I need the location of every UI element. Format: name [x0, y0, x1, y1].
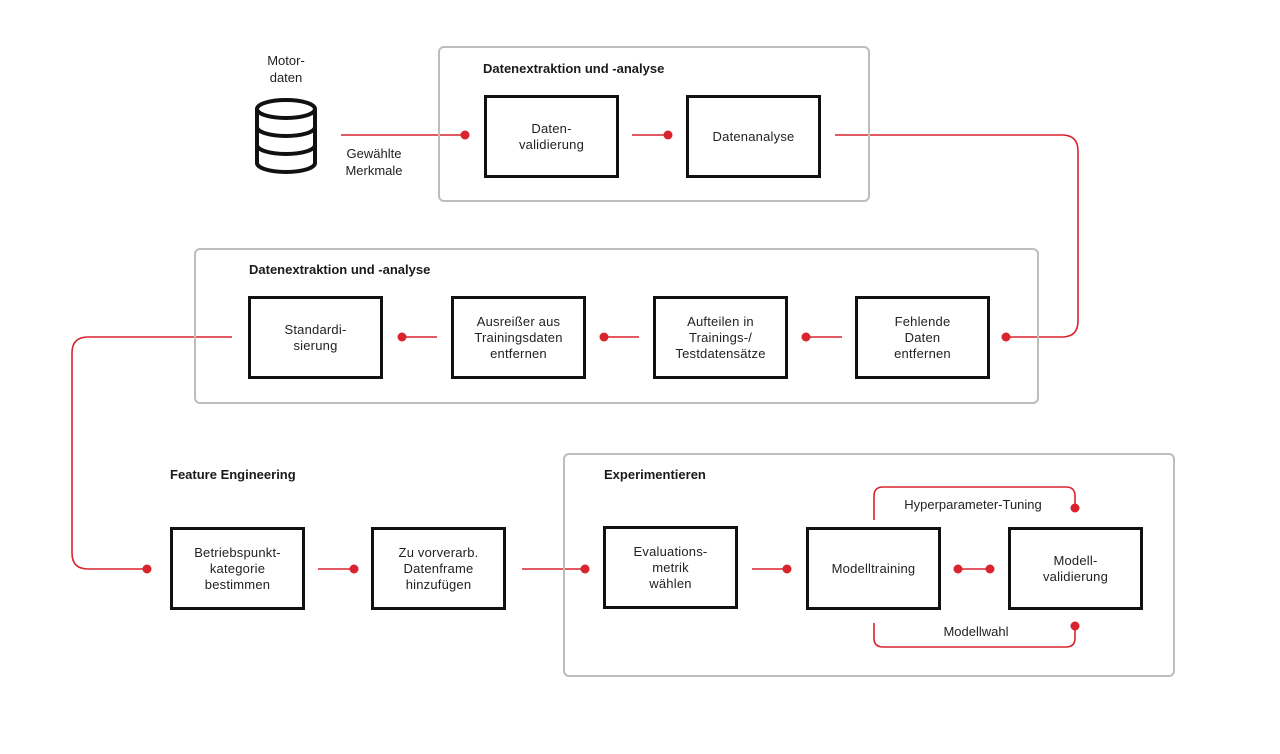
connector-dot	[349, 564, 359, 574]
loop-modellwahl	[873, 623, 1076, 648]
connector-dot	[142, 564, 152, 574]
step-label: Aufteilen in Trainings-/ Testdatensätze	[675, 313, 766, 361]
connector-dot	[599, 332, 609, 342]
step-model-training: Modelltraining	[806, 527, 941, 610]
step-label: Evaluations- metrik wählen	[633, 543, 708, 591]
connector-dot	[397, 332, 407, 342]
connector-dot	[801, 332, 811, 342]
connector-dot	[1001, 332, 1011, 342]
connector-dot	[460, 130, 470, 140]
connector-dot	[580, 564, 590, 574]
step-label: Datenanalyse	[712, 128, 795, 144]
step-label: Betriebspunkt- kategorie bestimmen	[194, 544, 281, 592]
step-standardization: Standardi- sierung	[248, 296, 383, 379]
database-icon	[255, 98, 317, 174]
group-experiment	[563, 453, 1175, 677]
step-remove-outliers: Ausreißer aus Trainingsdaten entfernen	[451, 296, 586, 379]
connector-dot	[953, 564, 963, 574]
connector-dot	[1070, 503, 1080, 513]
step-label: Daten- validierung	[518, 120, 585, 152]
step-label: Standardi- sierung	[284, 321, 347, 353]
connector-dot	[1070, 621, 1080, 631]
group-experiment-title: Experimentieren	[604, 467, 706, 482]
step-operating-point-category: Betriebspunkt- kategorie bestimmen	[170, 527, 305, 610]
step-train-test-split: Aufteilen in Trainings-/ Testdatensätze	[653, 296, 788, 379]
loop-label-hyperparameter: Hyperparameter-Tuning	[885, 496, 1061, 513]
step-data-validation: Daten- validierung	[484, 95, 619, 178]
loop-label-modellwahl: Modellwahl	[943, 624, 1009, 639]
group-feature-engineering-title: Feature Engineering	[170, 467, 296, 482]
connector-analysis-to-missing	[835, 134, 1079, 338]
step-label: Ausreißer aus Trainingsdaten entfernen	[474, 313, 563, 361]
connector-standard-to-category	[71, 336, 232, 570]
step-evaluation-metric: Evaluations- metrik wählen	[603, 526, 738, 609]
loop-hyperparameter	[873, 486, 1076, 520]
step-label: Fehlende Daten entfernen	[894, 313, 951, 361]
connector-endpoints	[142, 130, 1080, 631]
edge-label-selected-features: Gewählte Merkmale	[345, 146, 403, 178]
group-preprocessing	[194, 248, 1039, 404]
group-extraction-title: Datenextraktion und -analyse	[483, 61, 665, 76]
connector-dot	[663, 130, 673, 140]
step-remove-missing: Fehlende Daten entfernen	[855, 296, 990, 379]
step-label: Modell- validierung	[1042, 552, 1109, 584]
group-extraction	[438, 46, 870, 202]
step-model-validation: Modell- validierung	[1008, 527, 1143, 610]
source-label: Motor- daten	[267, 53, 305, 85]
connector-dot	[782, 564, 792, 574]
step-data-analysis: Datenanalyse	[686, 95, 821, 178]
step-add-to-dataframe: Zu vorverarb. Datenframe hinzufügen	[371, 527, 506, 610]
step-label: Zu vorverarb. Datenframe hinzufügen	[398, 544, 479, 592]
group-preprocessing-title: Datenextraktion und -analyse	[249, 262, 431, 277]
step-label: Modelltraining	[831, 560, 916, 576]
connector-dot	[985, 564, 995, 574]
